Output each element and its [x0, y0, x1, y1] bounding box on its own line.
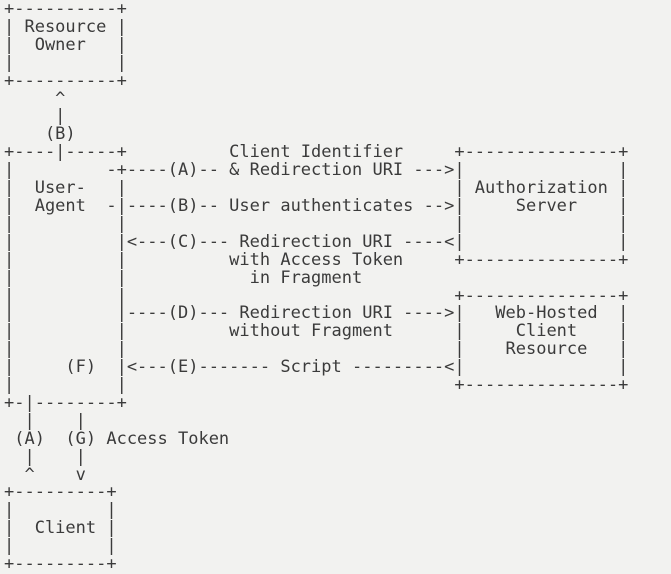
diagram-viewport: +----------+ | Resource | | Owner | | | … — [4, 0, 629, 574]
oauth-implicit-grant-flow-ascii-diagram: +----------+ | Resource | | Owner | | | … — [4, 0, 629, 574]
